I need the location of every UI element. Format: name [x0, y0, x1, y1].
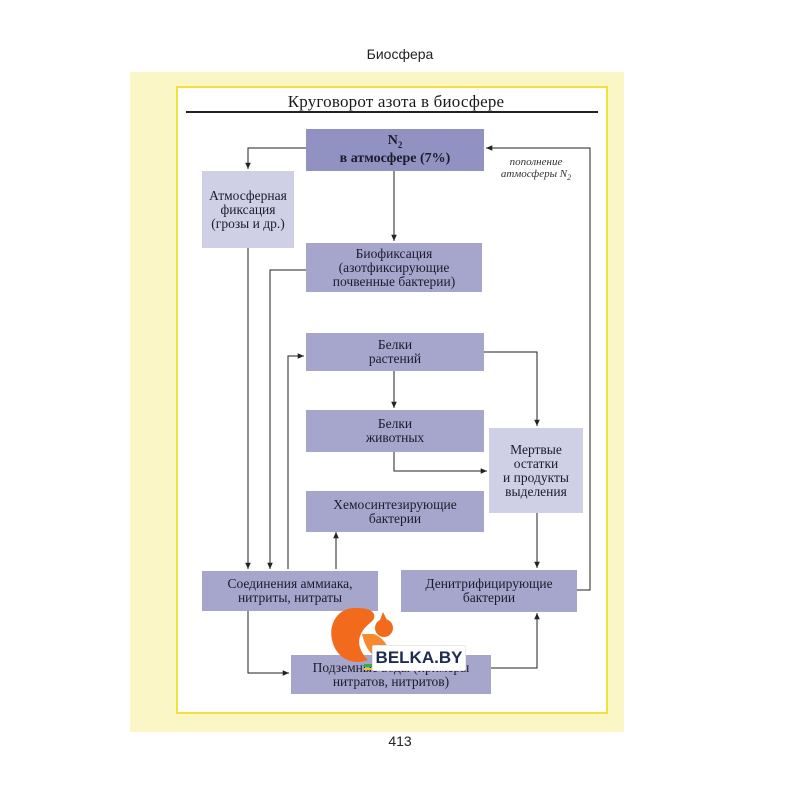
- node-atmospheric-fixation: Атмосферная фиксация (грозы и др.): [202, 171, 294, 248]
- arrow-biofix-to-ammonia: [267, 269, 306, 569]
- node-chemosynthetic-bacteria: Хемосинтезирующие бактерии: [306, 491, 484, 532]
- title-rule: [186, 111, 598, 113]
- page-number: 413: [388, 733, 412, 749]
- node-animal-proteins: Белки животных: [306, 410, 484, 452]
- arrow-ammonia-to-plants: [287, 353, 304, 569]
- diagram-title: Круговорот азота в биосфере: [287, 92, 505, 111]
- arrow-underground-to-denitr: [491, 613, 540, 669]
- node-denitrifying-bacteria: Денитрифицирующие бактерии: [401, 570, 577, 612]
- note-atmosphere-replenishment: пополнение атмосферы N2: [500, 156, 572, 183]
- node-plant-proteins: Белки растений: [306, 333, 484, 371]
- node-ammonia-compounds: Соединения аммиака, нитриты, нитраты: [202, 571, 378, 611]
- squirrel-logo-icon: [331, 607, 464, 670]
- node-n2-atmosphere: N2 в атмосфере (7%): [306, 129, 484, 171]
- arrow-ammonia-to-underground: [247, 611, 289, 676]
- arrow-plants-to-dead: [484, 351, 540, 426]
- arrow-denitr-to-n2: [486, 145, 591, 591]
- page-header: Биосфера: [366, 46, 434, 62]
- arrow-animals-to-dead: [393, 452, 487, 474]
- node-dead-remains: Мертвые остатки и продукты выделения: [489, 428, 583, 513]
- arrow-n2-to-atmfix: [245, 147, 306, 169]
- watermark-text: BELKA.BY: [372, 645, 466, 671]
- node-biofixation: Биофиксация (азотфиксирующие почвенные б…: [306, 243, 482, 292]
